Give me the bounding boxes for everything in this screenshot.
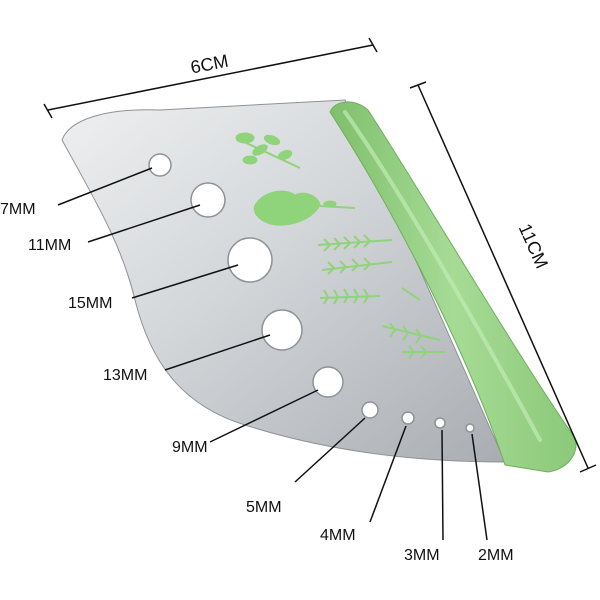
hole-label-13mm: 13MM [103, 367, 147, 384]
hole-label-11mm: 11MM [28, 237, 71, 254]
hole-label-7mm: 7MM [0, 201, 36, 218]
width-dimension [43, 37, 378, 119]
hole-label-4mm: 4MM [320, 527, 356, 544]
hole-13mm [261, 309, 303, 351]
hole-7mm [148, 153, 172, 177]
length-label: 11CM [515, 221, 552, 272]
hole-label-2mm: 2MM [478, 547, 514, 564]
herb-icon-thyme [319, 287, 421, 305]
hole-11mm [190, 182, 226, 218]
hole-15mm [227, 237, 273, 283]
leader-lines [57, 167, 488, 541]
length-dimension [409, 81, 597, 473]
hole-3mm [434, 417, 446, 429]
hole-label-5mm: 5MM [246, 499, 282, 516]
herb-icon-rosemary [317, 234, 393, 275]
herb-icon-dill [381, 322, 445, 359]
herb-icon-parsley [253, 190, 356, 226]
hole-label-15mm: 15MM [68, 295, 112, 312]
holes [148, 153, 475, 433]
hole-label-9mm: 9MM [172, 439, 208, 456]
hole-label-3mm: 3MM [404, 547, 440, 564]
hole-5mm [361, 401, 379, 419]
hole-9mm [312, 366, 344, 398]
hole-2mm [465, 423, 475, 433]
herb-icon-basil-sprig [235, 132, 301, 169]
width-label: 6CM [189, 51, 230, 78]
handle-highlight [343, 110, 542, 442]
hole-4mm [401, 411, 415, 425]
